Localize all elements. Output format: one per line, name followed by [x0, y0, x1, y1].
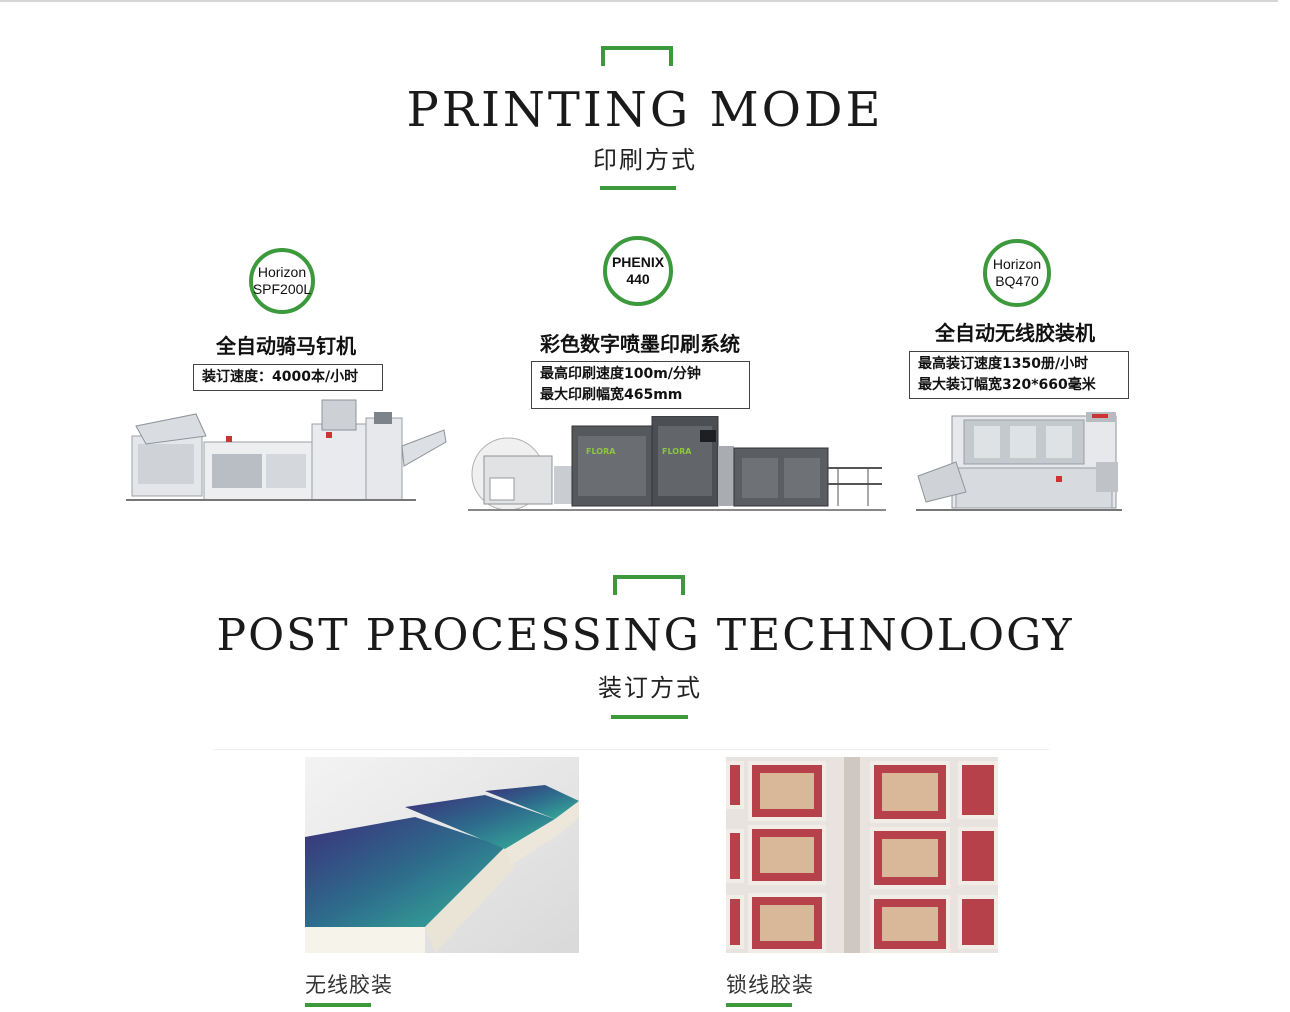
machine-badge-horizon-bq470: Horizon BQ470: [983, 239, 1051, 307]
badge-brand: PHENIX: [611, 254, 665, 270]
machine-spec-box: 最高印刷速度100m/分钟 最大印刷幅宽465mm: [531, 361, 750, 409]
machine-badge-horizon-spf200l: Horizon SPF200L: [249, 248, 315, 314]
machine-spec-box: 装订速度：4000本/小时: [193, 364, 383, 391]
printing-underline: [600, 186, 676, 190]
perfect-binder-machine-image: [916, 412, 1122, 511]
post-bracket-decoration: [613, 575, 685, 595]
post-title: POST PROCESSING TECHNOLOGY: [216, 610, 1074, 661]
spec-line: 最高印刷速度100m/分钟: [540, 366, 701, 382]
badge-brand: Horizon: [992, 256, 1042, 272]
spec-line: 最高装订速度1350册/小时: [918, 356, 1089, 372]
printing-bracket-decoration: [601, 46, 673, 66]
post-subtitle: 装订方式: [598, 674, 702, 702]
machine-spec-box: 最高装订速度1350册/小时 最大装订幅宽320*660毫米: [909, 351, 1129, 399]
flora-logo-left: FLORA: [586, 447, 616, 456]
perfect-binding-photo: [305, 757, 579, 953]
badge-model: SPF200L: [252, 281, 312, 297]
machine-badge-phenix-440: PHENIX 440: [603, 236, 673, 306]
caption-underline: [726, 1003, 792, 1007]
spec-line: 最大装订幅宽320*660毫米: [918, 377, 1096, 393]
machine-name: 全自动骑马钉机: [216, 334, 356, 358]
saddle-stitcher-machine-image: [126, 399, 447, 501]
printing-subtitle: 印刷方式: [593, 146, 697, 174]
photo-row-divider: [213, 749, 1049, 750]
spec-line: 装订速度：4000本/小时: [202, 369, 359, 385]
printing-title: PRINTING MODE: [406, 82, 884, 138]
badge-model: 440: [626, 271, 650, 287]
flora-logo-right: FLORA: [662, 447, 692, 456]
spec-line: 最大印刷幅宽465mm: [540, 387, 683, 403]
top-divider: [0, 0, 1278, 2]
machine-name: 彩色数字喷墨印刷系统: [540, 332, 740, 356]
digital-inkjet-press-image: FLORA FLORA: [468, 416, 886, 511]
caption-perfect-binding: 无线胶装: [305, 973, 393, 997]
machine-name: 全自动无线胶装机: [935, 321, 1095, 345]
post-underline: [611, 715, 688, 719]
caption-underline: [305, 1003, 371, 1007]
caption-sewn-binding: 锁线胶装: [726, 973, 814, 997]
sewn-binding-photo: [726, 757, 998, 953]
badge-model: BQ470: [995, 273, 1039, 289]
badge-brand: Horizon: [257, 264, 307, 280]
